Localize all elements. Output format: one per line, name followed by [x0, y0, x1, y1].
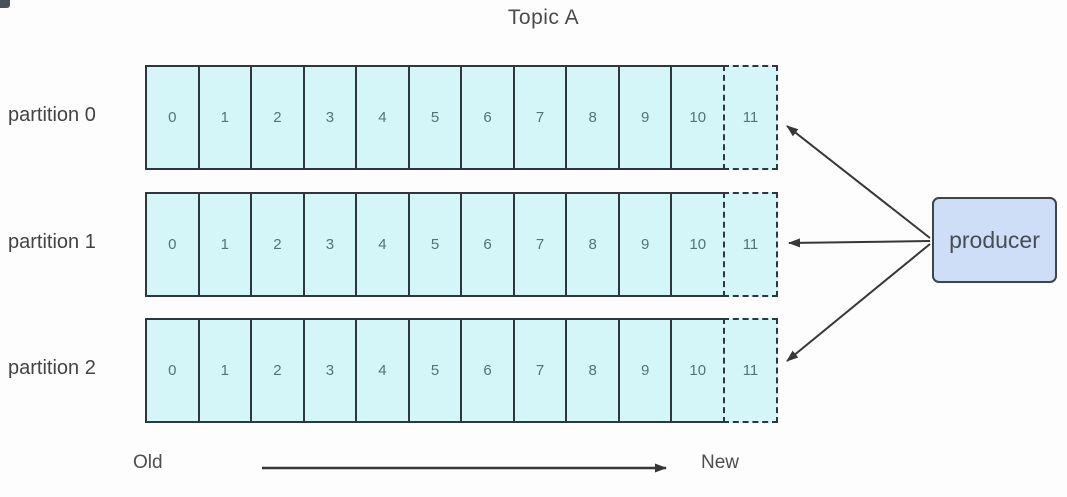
new-label: New	[701, 452, 740, 473]
producer-arrow-partition-0	[786, 125, 931, 239]
partition-2-cell-0: 0	[147, 320, 198, 421]
partition-2-cell-4: 4	[355, 320, 408, 421]
partition-2-cell-7: 7	[512, 320, 566, 421]
partition-1-cell-1: 1	[197, 194, 251, 295]
partition-2-cell-8: 8	[565, 320, 618, 421]
partition-2-cell-2: 2	[250, 320, 303, 421]
partition-2-cell-10: 10	[670, 320, 724, 421]
partition-0-cell-6: 6	[460, 67, 513, 168]
partition-0-cell-5: 5	[407, 67, 461, 168]
partition-0-cell-8: 8	[565, 67, 618, 168]
partition-0-cell-3: 3	[302, 67, 356, 168]
partition-1-cell-9: 9	[617, 194, 671, 295]
partition-0-cell-4: 4	[355, 67, 408, 168]
partition-0-cell-7: 7	[512, 67, 566, 168]
diagram-title: Topic A	[507, 6, 580, 29]
partition-1-cell-8: 8	[565, 194, 618, 295]
partition-1-cell-10: 10	[670, 194, 724, 295]
partition-1-cell-2: 2	[250, 194, 303, 295]
partition-1-next-slot: 11	[723, 192, 778, 297]
partition-1-cell-0: 0	[147, 194, 198, 295]
producer-arrow-partition-2	[786, 243, 931, 362]
producer-arrow-partition-1	[788, 238, 931, 248]
partition-2-cell-3: 3	[302, 320, 356, 421]
partition-0-cell-1: 1	[197, 67, 251, 168]
partition-0-cell-10: 10	[670, 67, 724, 168]
corner-artifact	[0, 0, 10, 8]
partition-2-cell-6: 6	[460, 320, 513, 421]
partition-0-cell-0: 0	[147, 67, 198, 168]
partition-1-cell-6: 6	[460, 194, 513, 295]
partition-1-label: partition 1	[8, 231, 96, 253]
partition-2-label: partition 2	[8, 357, 96, 379]
partition-1-cell-5: 5	[407, 194, 461, 295]
producer-box: producer	[932, 197, 1057, 283]
partition-2-cell-1: 1	[197, 320, 251, 421]
partition-1-cell-3: 3	[302, 194, 356, 295]
partition-2-next-slot: 11	[723, 318, 778, 423]
producer-label: producer	[949, 226, 1040, 253]
partition-0-cell-9: 9	[617, 67, 671, 168]
old-label: Old	[133, 452, 163, 473]
partition-1-cell-4: 4	[355, 194, 408, 295]
partition-1-cell-7: 7	[512, 194, 566, 295]
partition-2-cell-5: 5	[407, 320, 461, 421]
partition-0-next-slot: 11	[723, 65, 778, 170]
partition-2-cell-9: 9	[617, 320, 671, 421]
partition-0-cell-2: 2	[250, 67, 303, 168]
partition-0-label: partition 0	[8, 104, 96, 126]
